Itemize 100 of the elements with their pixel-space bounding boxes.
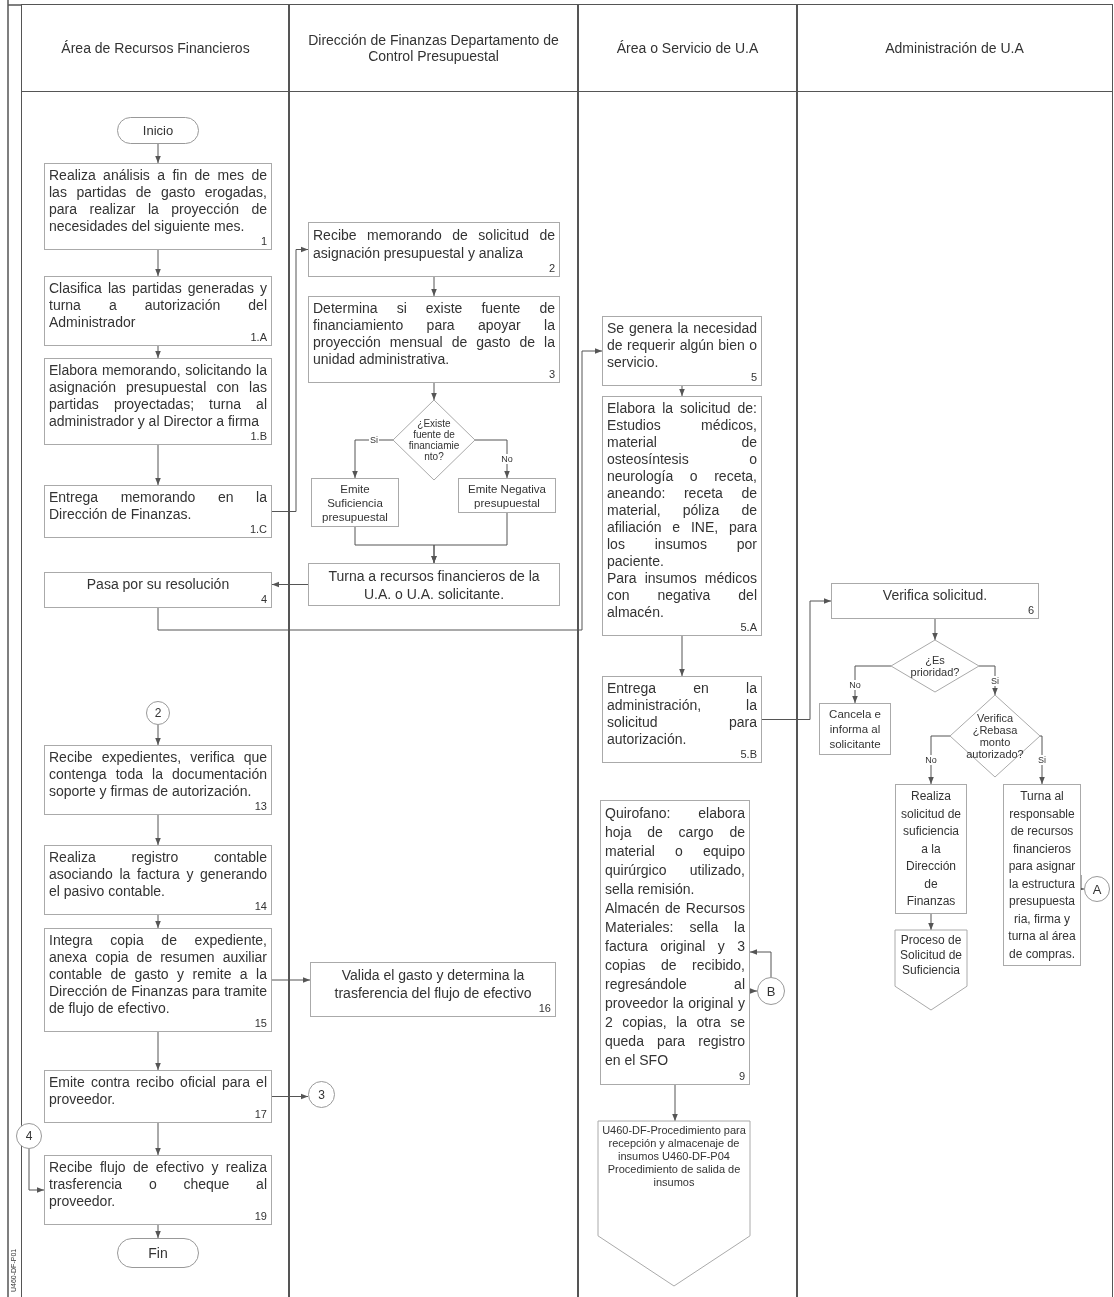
arrow: [679, 635, 685, 677]
edge-label: Si: [990, 675, 1000, 686]
arrow: [155, 345, 161, 359]
step-text: Recibe memorando de solicitud de asignación presupuestal y analiza: [313, 226, 555, 262]
arrow: [761, 598, 832, 720]
step-text: Emite Suficiencia presupuestal: [321, 482, 389, 524]
terminator-pill: [117, 117, 199, 144]
decision-text: ¿Existe fuente de financiamiento?: [407, 417, 461, 464]
process-box: [44, 276, 272, 346]
process-box: [44, 1070, 272, 1123]
arrow: [271, 581, 309, 588]
step-text: Realiza solicitud de suficiencia a la Dirección de Finanzas: [900, 788, 962, 910]
arrow: [431, 276, 437, 297]
arrow: [672, 1084, 678, 1122]
process-box: [600, 800, 750, 1085]
decision-diamond: [393, 400, 475, 480]
process-box: [44, 845, 272, 915]
process-box: [602, 316, 762, 386]
decision-text: ¿Es prioridad?: [909, 653, 961, 680]
connector-label: 3: [318, 1087, 325, 1102]
process-box: [44, 163, 272, 250]
swimlane: [289, 5, 578, 1297]
step-number: 6: [1026, 604, 1034, 616]
step-text: Entrega memorando en la Dirección de Finanzas.: [49, 489, 267, 523]
lane-header: Dirección de Finanzas Departamento de Control Presupuestal: [307, 32, 560, 64]
edge-label: No: [848, 679, 862, 690]
arrow: [155, 1224, 161, 1239]
step-text: Elabora memorando, solicitando la asignación presupuestal con las partidas proyectadas; turna al administrador y al Director a firma: [49, 362, 267, 430]
step-text: Emite contra recibo oficial para el proveedor.: [49, 1074, 267, 1108]
arrow: [749, 988, 758, 994]
arrow: [932, 618, 938, 641]
connector-text: U460-DF-Procedimiento para recepción y almacenaje de insumos U460-DF-P04 Procedimiento de salida de insumos: [601, 1124, 747, 1189]
step-text: Recibe expedientes, verifica que contenga toda la documentación soporte y firmas de autorización.: [49, 749, 267, 800]
swimlane: [22, 5, 289, 1297]
step-number: 5: [749, 371, 757, 383]
arrow: [155, 143, 161, 164]
process-box: [44, 358, 272, 445]
edge-label: No: [924, 755, 938, 765]
process-box: [44, 1155, 272, 1225]
arrow: [271, 1093, 309, 1100]
arrow: [155, 724, 161, 746]
step-text: Turna al responsable de recursos financieros para asignar la estructura presupuestaria, firma y turna al área de compras.: [1008, 788, 1076, 963]
swimlane: [797, 5, 1112, 1297]
step-text: Realiza análisis a fin de mes de las partidas de gasto erogadas, para realizar la proyección de necesidades del siguiente mes.: [49, 167, 267, 235]
process-box: [44, 928, 272, 1032]
arrow: [155, 1031, 161, 1071]
process-box: [310, 962, 556, 1017]
step-text: Pasa por su resolución: [85, 576, 231, 593]
arrow: [155, 249, 161, 277]
arrow: [928, 735, 951, 785]
step-text: Se genera la necesidad de requerir algún bien o servicio.: [607, 320, 757, 371]
step-text: Para insumos médicos con negativa del almacén.: [607, 570, 757, 621]
step-number: 15: [253, 1017, 267, 1029]
process-box: [308, 563, 560, 606]
process-box: [819, 703, 891, 755]
decision-diamond: [891, 640, 979, 692]
process-box: [602, 676, 762, 763]
step-number: 14: [253, 900, 267, 912]
arrow: [155, 444, 161, 486]
arrow: [431, 382, 437, 401]
process-box: [44, 745, 272, 815]
process-box: [831, 583, 1039, 619]
connector-circle: [757, 977, 785, 1005]
process-box: [44, 572, 272, 608]
arrow: [155, 1122, 161, 1156]
step-number: 2: [547, 262, 555, 274]
arrow: [157, 348, 603, 631]
step-number: 19: [253, 1210, 267, 1222]
arrow: [271, 977, 311, 983]
swimlane: [578, 5, 797, 1297]
edge-label: Si: [369, 435, 379, 445]
process-box: [44, 485, 272, 538]
arrow: [679, 385, 685, 397]
step-number: 9: [737, 1070, 745, 1082]
edge-label: No: [500, 454, 514, 464]
step-text: Cancela e informa al solicitante: [828, 707, 882, 752]
step-number: 5.B: [739, 748, 757, 760]
step-number: 3: [547, 368, 555, 380]
connector-circle: [308, 1081, 335, 1108]
step-text: Elabora la solicitud de: Estudios médicos, material de osteosíntesis o neurología o receta, aneando: receta de material, póliza de afiliación e INE, para los insumos por paciente.: [607, 400, 757, 570]
connector-label: 4: [25, 1129, 33, 1143]
connector-circle: [146, 701, 170, 725]
step-number: 13: [253, 800, 267, 812]
connector-label: A: [1092, 881, 1102, 897]
connector-circle: [16, 1123, 42, 1149]
decision-text: Verifica ¿Rebasa monto autorizado?: [966, 711, 1024, 762]
step-text: Verifica solicitud.: [881, 587, 989, 604]
decision-diamond: [950, 695, 1040, 777]
step-text: Recibe flujo de efectivo y realiza trasferencia o cheque al proveedor.: [49, 1159, 267, 1210]
arrow: [928, 913, 934, 931]
process-box: [458, 478, 556, 513]
arrow: [852, 665, 892, 704]
step-text: Integra copia de expediente, anexa copia de resumen auxiliar contable de gasto y remite a la Dirección de Finanzas para tramite de flujo de efectivo.: [49, 932, 267, 1017]
step-number: 1.C: [248, 523, 267, 535]
connector-text: Proceso de Solicitud de Suficiencia: [898, 933, 963, 978]
step-number: 1.A: [249, 331, 267, 343]
lane-header: Área o Servicio de U.A: [616, 40, 759, 56]
arrow: [749, 949, 772, 978]
arrow: [352, 439, 394, 479]
process-box: [311, 478, 399, 527]
